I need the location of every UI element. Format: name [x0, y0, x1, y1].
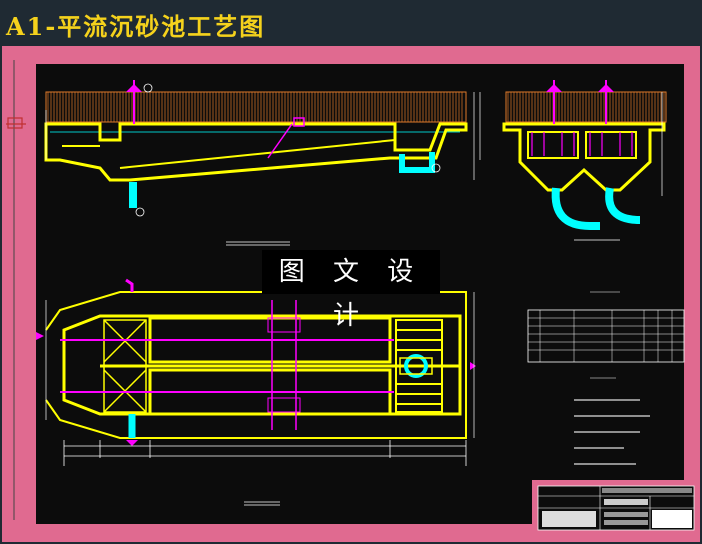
plan-view	[36, 278, 476, 506]
cross-pipe-left	[551, 187, 600, 230]
section-structure	[44, 122, 468, 182]
left-margin-marks	[6, 60, 26, 520]
title-block-signature	[542, 511, 596, 527]
title-block-drawing-name	[604, 499, 648, 505]
equipment-table	[527, 291, 685, 363]
title-block-logo	[652, 510, 692, 528]
cross-pipe-right	[605, 187, 641, 224]
scraper-arm	[267, 123, 293, 159]
outlet-pipe-right	[399, 152, 435, 173]
grit-hopper	[395, 319, 443, 413]
longitudinal-section	[44, 80, 481, 246]
outlet-well	[404, 354, 428, 378]
plan-outline	[45, 291, 467, 439]
watermark: 图 文 设 计	[262, 250, 440, 331]
design-notes	[574, 377, 650, 465]
cross-section	[502, 80, 667, 241]
drawing-title: A1-平流沉砂池工艺图	[6, 12, 266, 41]
soil-hatch	[45, 91, 467, 123]
